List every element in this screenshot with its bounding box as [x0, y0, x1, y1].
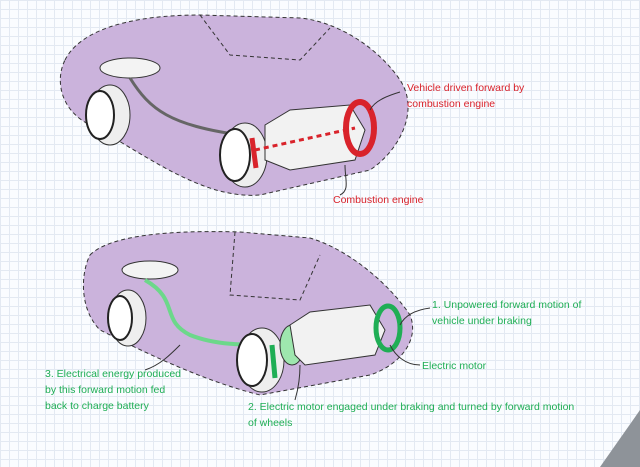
rear-wheel [85, 84, 131, 146]
drive-label: Vehicle driven forward by combustion eng… [407, 82, 525, 110]
battery-icon [99, 57, 161, 79]
power-arrow [254, 126, 356, 152]
drive-arrow [343, 99, 377, 157]
cable [128, 77, 241, 137]
step1-label: 1. Unpowered forward motion of vehicle u… [432, 299, 582, 327]
step3-label: 3. Electrical energy produced by this fo… [45, 368, 181, 412]
combustion-engine-label: Combustion engine [333, 194, 424, 206]
step2-label: 2. Electric motor engaged under braking … [248, 401, 575, 429]
battery-icon [121, 260, 179, 280]
front-wheel [219, 122, 268, 188]
page-curl [600, 410, 640, 467]
rear-wheel [107, 289, 147, 347]
rotation-arrow [373, 303, 403, 353]
bottom-car [82, 231, 431, 401]
front-wheel [236, 327, 285, 393]
combustion-engine [264, 104, 366, 171]
electric-motor-label: Electric motor [422, 360, 487, 372]
top-car [59, 14, 409, 196]
